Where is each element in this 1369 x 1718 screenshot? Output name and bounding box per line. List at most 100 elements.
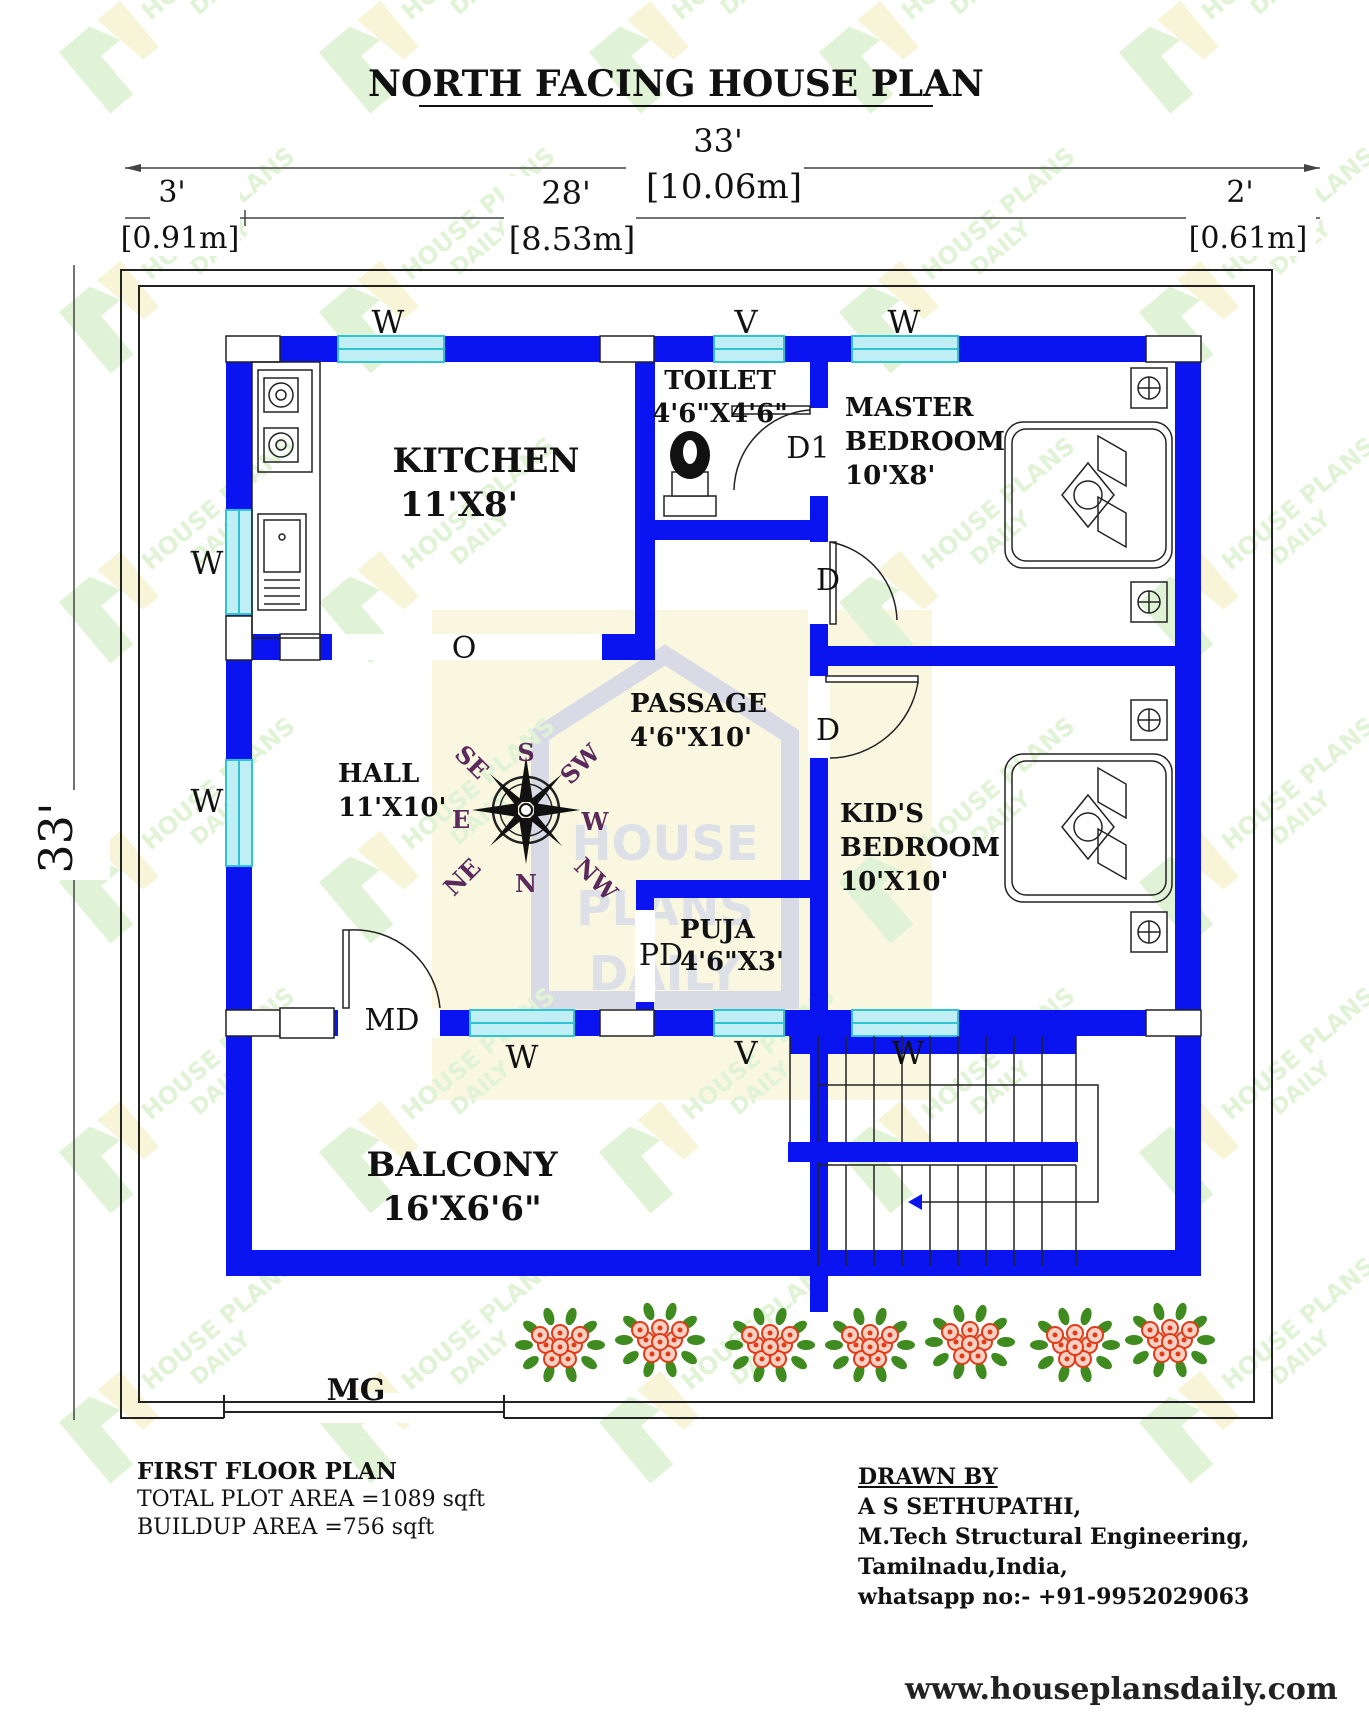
passage-label: PASSAGE <box>630 689 767 719</box>
kitchen-opening <box>332 634 602 660</box>
room-labels: KITCHEN 11'X8' TOILET 4'6"X4'6" MASTER B… <box>338 366 1005 1229</box>
kids-door-opening <box>808 676 830 758</box>
label-window-kids: W <box>892 1034 925 1072</box>
compass-rose-icon <box>472 756 580 864</box>
watermark-logo-center: HOUSE PLANS DAILY <box>531 644 799 1009</box>
compass-label-e: E <box>452 805 470 834</box>
kids-bedroom-label-2: BEDROOM <box>840 833 1000 863</box>
window-master-top <box>851 335 959 363</box>
ventilator-toilet-top <box>713 335 785 363</box>
author-contact: whatsapp no:- +91-9952029063 <box>858 1584 1250 1610</box>
door-openings <box>279 408 830 1039</box>
main-gate-opening <box>224 1393 504 1423</box>
puja-label: PUJA <box>680 915 756 945</box>
corner-gap-top-right <box>1145 335 1202 363</box>
drawn-by-label: DRAWN BY <box>858 1464 998 1490</box>
toilet-size: 4'6"X4'6" <box>652 399 788 429</box>
plot-boundary-inner <box>138 285 1255 1403</box>
floor-plan-label: FIRST FLOOR PLAN <box>137 1458 397 1485</box>
plan-summary: FIRST FLOOR PLAN TOTAL PLOT AREA =1089 s… <box>137 1458 485 1542</box>
door-swings <box>342 405 919 1009</box>
dimension-right-m: [0.61m] <box>1189 221 1308 256</box>
author-location: Tamilnadu,India, <box>858 1554 1068 1580</box>
windows <box>225 335 959 1037</box>
bed-frame-kids <box>1004 753 1173 903</box>
plan-title: NORTH FACING HOUSE PLAN <box>368 63 984 105</box>
kitchen-counter <box>251 361 321 639</box>
label-window-master: W <box>888 303 921 341</box>
dimension-arrow-left <box>125 164 141 172</box>
window-kitchen-top <box>337 335 445 363</box>
flower-shrub-icon <box>725 1307 815 1383</box>
opening-labels: W V W W W W V W D1 D D O PD MD MG <box>191 303 925 1408</box>
master-bedroom-label-2: BEDROOM <box>845 427 1005 457</box>
western-toilet-icon <box>663 431 717 517</box>
balcony-size: 16'X6'6" <box>382 1189 542 1229</box>
wall-passage-right <box>810 362 828 1312</box>
master-bedroom-size: 10'X8' <box>845 461 935 491</box>
watermark-tile-text-2: DAILY <box>716 0 787 21</box>
watermark-tile-text-2: DAILY <box>186 0 257 21</box>
wall-kitchen-right <box>635 362 655 660</box>
master-bedroom-label-1: MASTER <box>845 393 974 423</box>
wall-stair-landing <box>790 1036 1076 1054</box>
plot-area-text: TOTAL PLOT AREA =1089 sqft <box>137 1487 485 1512</box>
label-main-gate: MG <box>327 1373 386 1408</box>
dimension-label-bg-left <box>150 176 240 256</box>
dimension-label-bg-mid <box>504 176 636 256</box>
label-ventilator-toilet: V <box>733 303 758 341</box>
side-dimension-label: 33' <box>29 802 83 873</box>
watermark-tile-text-2: DAILY <box>446 0 517 21</box>
side-dimension-bg <box>30 790 110 880</box>
kitchen-fixtures <box>251 361 321 639</box>
label-ventilator-puja: V <box>733 1034 758 1072</box>
balcony-label: BALCONY <box>366 1145 558 1185</box>
label-puja-door: PD <box>639 938 683 973</box>
puja-size: 4'6"X3' <box>680 947 784 977</box>
label-window-hall-bottom: W <box>506 1038 539 1076</box>
corner-gap-mid-center <box>599 1009 655 1037</box>
wall-right <box>1175 336 1201 1276</box>
hall-label: HALL <box>338 759 419 789</box>
dimension-total-ft: 33' <box>693 122 743 160</box>
sink-icon <box>257 513 307 611</box>
puja-door-opening <box>635 910 655 1002</box>
flower-shrub-icon <box>825 1307 915 1383</box>
dimension-arrow-right <box>1304 164 1320 172</box>
stove-icon <box>257 369 313 473</box>
window-hall-bottom <box>469 1009 575 1037</box>
main-door-swing <box>342 929 441 1009</box>
label-opening-kitchen: O <box>452 631 477 666</box>
label-window-kitchen-top: W <box>372 303 405 341</box>
stair-direction-arrow <box>908 1194 922 1210</box>
dimension-mid-m: [8.53m] <box>509 220 636 258</box>
flower-shrub-icon <box>515 1307 605 1383</box>
compass-label-n: N <box>515 869 537 898</box>
wall-bedroom-divider <box>820 646 1200 666</box>
passage-size: 4'6"X10' <box>630 723 752 753</box>
corner-gap-top-left <box>225 335 281 363</box>
dimension-left-ft: 3' <box>158 175 185 210</box>
bed-kids <box>1004 699 1173 953</box>
kitchen-window-gap <box>225 615 253 661</box>
window-kids-bottom <box>851 1009 959 1037</box>
watermark-tile-text-2: DAILY <box>946 0 1017 21</box>
watermark-word-1: HOUSE <box>571 816 758 872</box>
side-dimension: 33' <box>29 265 110 1420</box>
flower-shrub-icon <box>615 1302 705 1378</box>
toilet-door-swing <box>731 405 811 491</box>
label-door-toilet: D1 <box>786 431 829 466</box>
label-door-master: D <box>816 563 840 598</box>
website-link[interactable]: www.houseplansdaily.com <box>905 1672 1338 1707</box>
window-kitchen-left <box>225 509 253 615</box>
flower-shrub-icon <box>925 1304 1015 1380</box>
dimension-total-m: [10.06m] <box>646 167 802 207</box>
plot-boundary-outer <box>120 269 1273 1419</box>
wall-toilet-bottom <box>654 520 826 540</box>
